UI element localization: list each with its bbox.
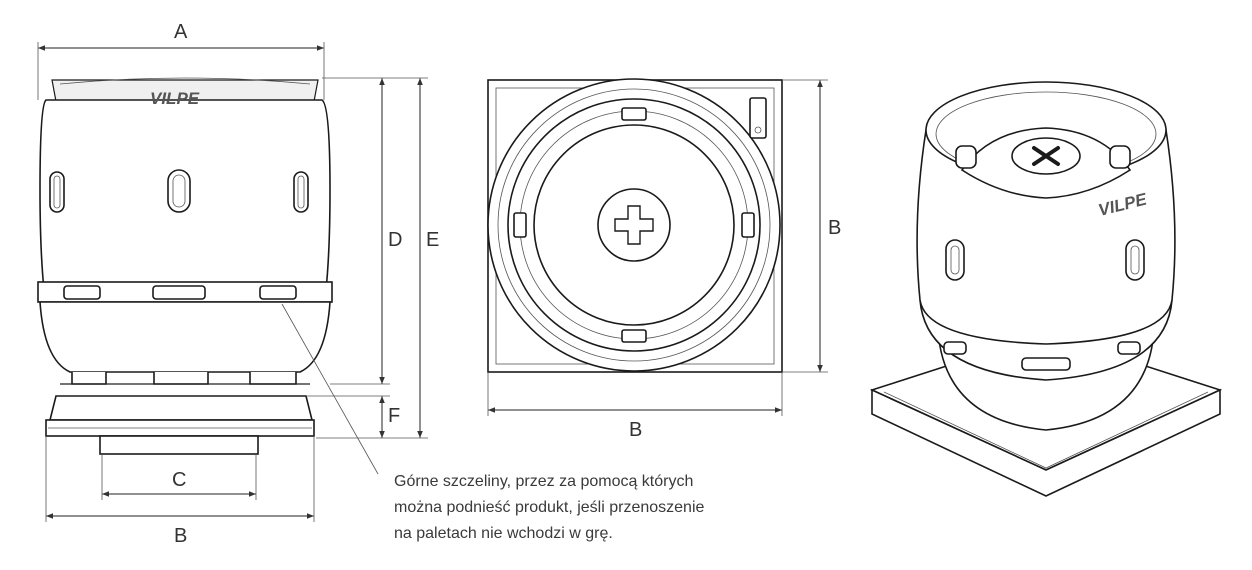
dim-label-b-top-bottom: B <box>629 419 642 441</box>
side-base-plate <box>48 395 314 421</box>
iso-base-side <box>871 388 1221 497</box>
callout-line-2: można podnieść produkt, jeśli przenoszen… <box>394 499 705 516</box>
side-foot <box>71 372 107 385</box>
side-lower-body <box>39 301 331 373</box>
side-foot <box>249 372 297 385</box>
cross-icon <box>1032 146 1060 166</box>
side-slot <box>167 169 191 213</box>
side-band-slot <box>63 285 101 300</box>
side-pipe <box>99 435 259 455</box>
dim-label-b-top-right: B <box>828 217 841 239</box>
side-band-slot <box>152 285 206 300</box>
side-logo: VILPE <box>150 89 200 108</box>
side-slot <box>293 171 309 213</box>
dim-label-d: D <box>388 229 402 251</box>
top-label-plate <box>749 97 767 139</box>
side-foot <box>153 372 209 385</box>
callout-text: Górne szczeliny, przez za pomocą których… <box>394 473 705 542</box>
side-view: VILPE A D E F C B <box>37 21 439 547</box>
isometric-view: VILPE <box>869 81 1223 497</box>
top-view: B B <box>487 78 841 441</box>
dim-label-f: F <box>388 405 400 427</box>
dim-label-c: C <box>172 469 186 491</box>
cross-icon <box>614 205 654 245</box>
iso-main-body <box>916 129 1176 345</box>
callout-leader <box>281 303 379 475</box>
iso-slot <box>945 239 965 281</box>
callout-line-3: na paletach nie wchodzi w grę. <box>394 525 613 542</box>
dim-label-e: E <box>426 229 439 251</box>
side-slot <box>49 171 65 213</box>
dim-label-a: A <box>174 21 188 43</box>
side-band-slot <box>259 285 297 300</box>
callout-line-1: Górne szczeliny, przez za pomocą których <box>394 473 693 490</box>
dim-label-b-side: B <box>174 525 187 547</box>
iso-slot <box>1125 239 1145 281</box>
